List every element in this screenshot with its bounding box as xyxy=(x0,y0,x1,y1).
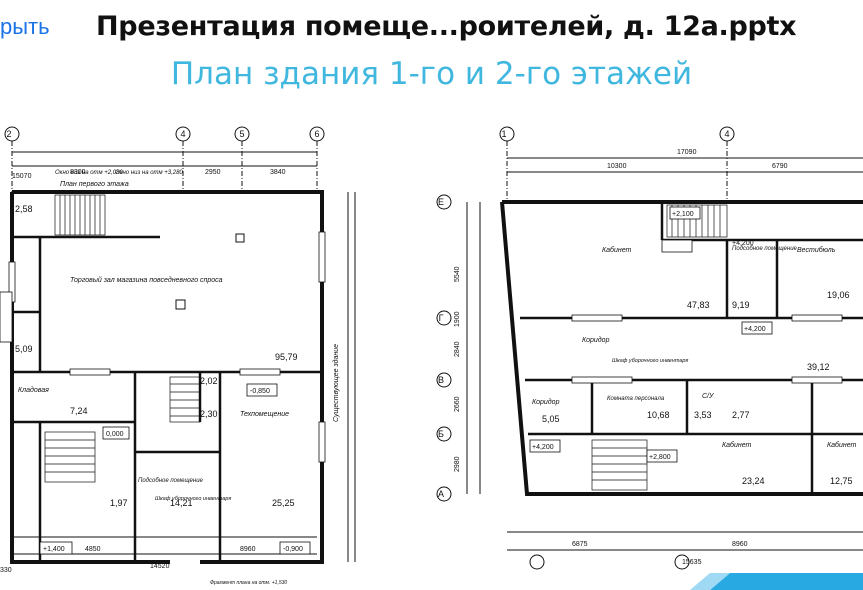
level: +2,800 xyxy=(649,454,671,461)
dim-top: 10300 xyxy=(607,163,627,170)
level: +2,100 xyxy=(672,211,694,218)
floor-plan-second-drawing: 1 4 Е Г В Б А 17090 10300 6790 Кабинет П… xyxy=(436,126,863,570)
dim-top: 15070 xyxy=(12,173,32,180)
level: +4,200 xyxy=(532,444,554,451)
dim-bottom: 8960 xyxy=(240,546,256,553)
area: 9,19 xyxy=(732,300,750,310)
dim-side: 2840 xyxy=(454,341,461,357)
dim-top: 8300 xyxy=(70,169,86,176)
existing-building-label: Существующее здание xyxy=(332,344,340,422)
axis-label: 4 xyxy=(180,129,185,139)
footnote: Фрагмент плана на отм. +1,530 xyxy=(210,580,287,586)
area: 3,53 xyxy=(694,410,712,420)
room-staff: Комната персонала xyxy=(607,396,665,402)
room-utility: Подсобное помещение xyxy=(138,478,204,484)
area: 5,05 xyxy=(542,414,560,424)
area: 2,02 xyxy=(200,376,218,386)
area: 25,25 xyxy=(272,498,295,508)
close-link[interactable]: рыть xyxy=(0,14,50,39)
dim-bottom: 14520 xyxy=(150,563,170,570)
dim-side: 2980 xyxy=(454,456,461,472)
room-pantry: Кладовая xyxy=(18,386,49,394)
area: 19,06 xyxy=(827,290,850,300)
axis-label: 4 xyxy=(724,129,729,139)
room-utility: Подсобное помещение xyxy=(732,246,798,252)
area: 2,58 xyxy=(15,204,33,214)
area: 10,68 xyxy=(647,410,670,420)
area: 95,79 xyxy=(275,352,298,362)
top-bar: рыть Презентация помеще...роителей, д. 1… xyxy=(0,0,863,56)
slide: План здания 1-го и 2-го этажей xyxy=(0,56,863,590)
level: -0,900 xyxy=(283,546,303,553)
axis-label: 5 xyxy=(239,129,244,139)
dim-top: 6790 xyxy=(772,163,788,170)
dim-top: 3840 xyxy=(270,169,286,176)
axis-label: 2 xyxy=(6,129,11,139)
file-title: Презентация помеще...роителей, д. 12а.pp… xyxy=(96,11,797,42)
area: 5,09 xyxy=(15,344,33,354)
room-office: Кабинет xyxy=(827,441,857,449)
area: 2,77 xyxy=(732,410,750,420)
dim-top: 2950 xyxy=(205,169,221,176)
axis-label: 6 xyxy=(314,129,319,139)
room-tech: Техпомещение xyxy=(240,411,289,418)
plan-caption: План первого этажа xyxy=(60,181,129,188)
room-lobby: Вестибюль xyxy=(797,246,836,254)
room-wc: С/У xyxy=(702,393,715,400)
level: 330 xyxy=(0,567,12,574)
area: 47,83 xyxy=(687,300,710,310)
area: 7,24 xyxy=(70,406,88,416)
area: 1,97 xyxy=(110,498,128,508)
floor-plan-second: 1 4 Е Г В Б А 17090 10300 6790 Кабинет П… xyxy=(432,122,863,590)
level: -0,850 xyxy=(250,388,270,395)
dim-side: 1900 xyxy=(454,311,461,327)
window-note: Окно низ на отм +2,080 xyxy=(55,170,123,176)
window-note: Окно низ на отм +3,280 xyxy=(115,170,183,176)
room-cleaning: Шкаф уборочного инвентаря xyxy=(612,358,688,364)
level: 0,000 xyxy=(106,431,124,438)
level: +4,200 xyxy=(744,326,766,333)
level: +1,400 xyxy=(43,546,65,553)
dim-top: 17090 xyxy=(677,149,697,156)
area: 23,24 xyxy=(742,476,765,486)
area: 12,75 xyxy=(830,476,853,486)
dim-bottom: 6875 xyxy=(572,541,588,548)
floor-plan-first: План первого этажа 15070 8300 2950 3840 … xyxy=(0,122,360,590)
dim-bottom: 8960 xyxy=(732,541,748,548)
room-hall: Торговый зал магазина повседневного спро… xyxy=(70,276,223,284)
dim-side: 5540 xyxy=(454,266,461,282)
decorative-accent xyxy=(690,573,863,590)
axis-label: А xyxy=(438,489,444,499)
axis-label: В xyxy=(438,375,444,385)
level: +4,200 xyxy=(732,240,754,247)
room-cleaning: Шкаф уборочного инвентаря xyxy=(155,496,231,502)
dim-bottom: 15635 xyxy=(682,559,702,566)
dim-side: 2660 xyxy=(454,396,461,412)
dim-bottom: 4850 xyxy=(85,546,101,553)
floor-plan-first-drawing: План первого этажа 15070 8300 2950 3840 … xyxy=(0,126,356,586)
area: 2,30 xyxy=(200,409,218,419)
axis-label: Б xyxy=(438,429,444,439)
axis-label: 1 xyxy=(501,129,506,139)
room-corridor: Коридор xyxy=(532,398,560,406)
axis-label: Е xyxy=(438,197,444,207)
area: 14,21 xyxy=(170,498,193,508)
room-office: Кабинет xyxy=(602,246,632,254)
area: 39,12 xyxy=(807,362,830,372)
axis-label: Г xyxy=(439,313,444,323)
room-corridor: Коридор xyxy=(582,336,610,344)
slide-title: План здания 1-го и 2-го этажей xyxy=(170,56,693,92)
room-office: Кабинет xyxy=(722,441,752,449)
